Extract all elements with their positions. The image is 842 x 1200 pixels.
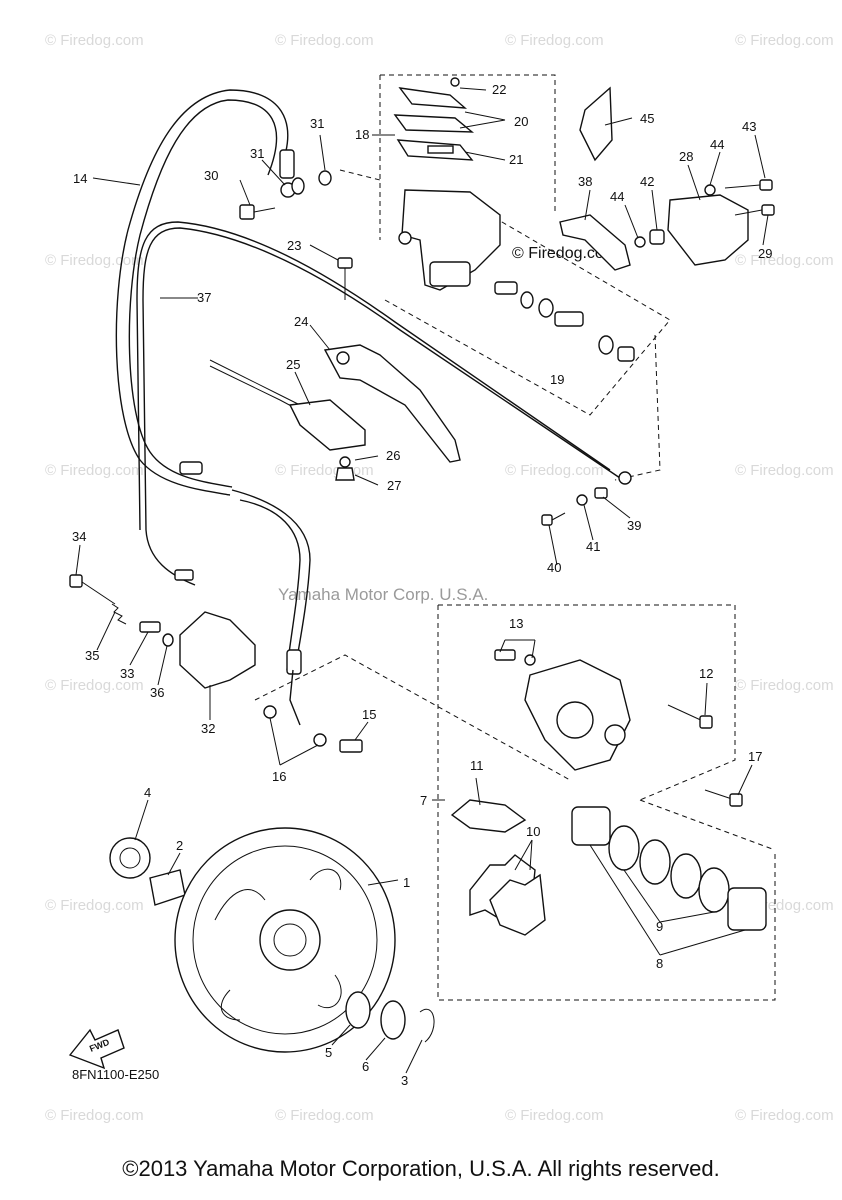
rear-caliper	[69, 574, 256, 689]
lever-holder	[559, 86, 775, 271]
part-label: 24	[294, 314, 308, 329]
master-cylinder	[393, 77, 501, 291]
part-label: 32	[201, 721, 215, 736]
watermark: © Firedog.com	[45, 462, 144, 479]
part-label: 28	[679, 149, 693, 164]
part-label: 44	[710, 137, 724, 152]
hose-joint	[263, 669, 363, 753]
part-label: 10	[526, 824, 540, 839]
part-label: 14	[73, 171, 87, 186]
part-label: 19	[550, 372, 564, 387]
part-label: 21	[509, 152, 523, 167]
part-label: 4	[144, 785, 151, 800]
part-label: 38	[578, 174, 592, 189]
brake-lever	[209, 257, 461, 481]
watermark: © Firedog.com	[45, 32, 144, 49]
part-label: 27	[387, 478, 401, 493]
part-label: 11	[470, 758, 484, 773]
part-label: 25	[286, 357, 300, 372]
cable	[136, 221, 632, 586]
part-label: 41	[586, 539, 600, 554]
part-label: 31	[250, 146, 264, 161]
part-label: 44	[610, 189, 624, 204]
watermark: © Firedog.com	[735, 677, 834, 694]
watermark: © Firedog.com	[45, 677, 144, 694]
part-label: 35	[85, 648, 99, 663]
part-label: 43	[742, 119, 756, 134]
part-label: 45	[640, 111, 654, 126]
part-label: 39	[627, 518, 641, 533]
part-label: 16	[272, 769, 286, 784]
group-boundaries	[254, 74, 776, 1001]
watermark: © Firedog.com	[275, 1107, 374, 1124]
watermark: © Firedog.com	[505, 32, 604, 49]
inline-watermark: © Firedog.com	[512, 245, 617, 262]
leader-lines	[75, 87, 769, 1074]
part-label: 17	[748, 749, 762, 764]
part-label: 9	[656, 919, 663, 934]
watermark: © Firedog.com	[735, 32, 834, 49]
copyright-footer: ©2013 Yamaha Motor Corporation, U.S.A. A…	[122, 1156, 720, 1181]
part-label: 23	[287, 238, 301, 253]
part-label: 8	[656, 956, 663, 971]
part-label: 31	[310, 116, 324, 131]
watermark: © Firedog.com	[735, 1107, 834, 1124]
part-label: 12	[699, 666, 713, 681]
part-label: 29	[758, 246, 772, 261]
part-label: 42	[640, 174, 654, 189]
part-label: 37	[197, 290, 211, 305]
part-label: 1	[403, 875, 410, 890]
part-label: 5	[325, 1045, 332, 1060]
watermark: © Firedog.com	[735, 462, 834, 479]
part-label: 18	[355, 127, 369, 142]
piston-kit	[494, 281, 635, 362]
caliper-pistons	[571, 806, 767, 931]
banjo-bolts	[239, 170, 332, 220]
small-fasteners	[541, 487, 608, 526]
part-label: 2	[176, 838, 183, 853]
part-label: 26	[386, 448, 400, 463]
part-label: 6	[362, 1059, 369, 1074]
part-label: 20	[514, 114, 528, 129]
part-label: 7	[420, 793, 427, 808]
diagram-code: 8FN1100-E250	[72, 1067, 159, 1082]
watermark: © Firedog.com	[505, 1107, 604, 1124]
part-label: 33	[120, 666, 134, 681]
watermark: © Firedog.com	[45, 897, 144, 914]
part-label: 13	[509, 616, 523, 631]
part-labels: 1 2 3 4 5 6 7 8 9 10 11 12 13 14 15 16 1…	[72, 82, 772, 1088]
part-label: 3	[401, 1073, 408, 1088]
part-label: 22	[492, 82, 506, 97]
watermark: © Firedog.com	[505, 462, 604, 479]
part-label: 34	[72, 529, 86, 544]
part-label: 30	[204, 168, 218, 183]
part-label: 40	[547, 560, 561, 575]
brake-disc	[109, 827, 435, 1053]
watermark: © Firedog.com	[275, 32, 374, 49]
watermark: © Firedog.com	[45, 1107, 144, 1124]
fwd-arrow: FWD	[68, 1028, 125, 1070]
watermark: © Firedog.com	[735, 252, 834, 269]
brake-hose	[115, 89, 311, 675]
center-watermark: Yamaha Motor Corp. U.S.A.	[278, 585, 488, 604]
part-label: 15	[362, 707, 376, 722]
watermark: © Firedog.com	[45, 252, 144, 269]
brake-pads	[450, 799, 546, 936]
front-caliper	[494, 649, 743, 807]
part-label: 36	[150, 685, 164, 700]
